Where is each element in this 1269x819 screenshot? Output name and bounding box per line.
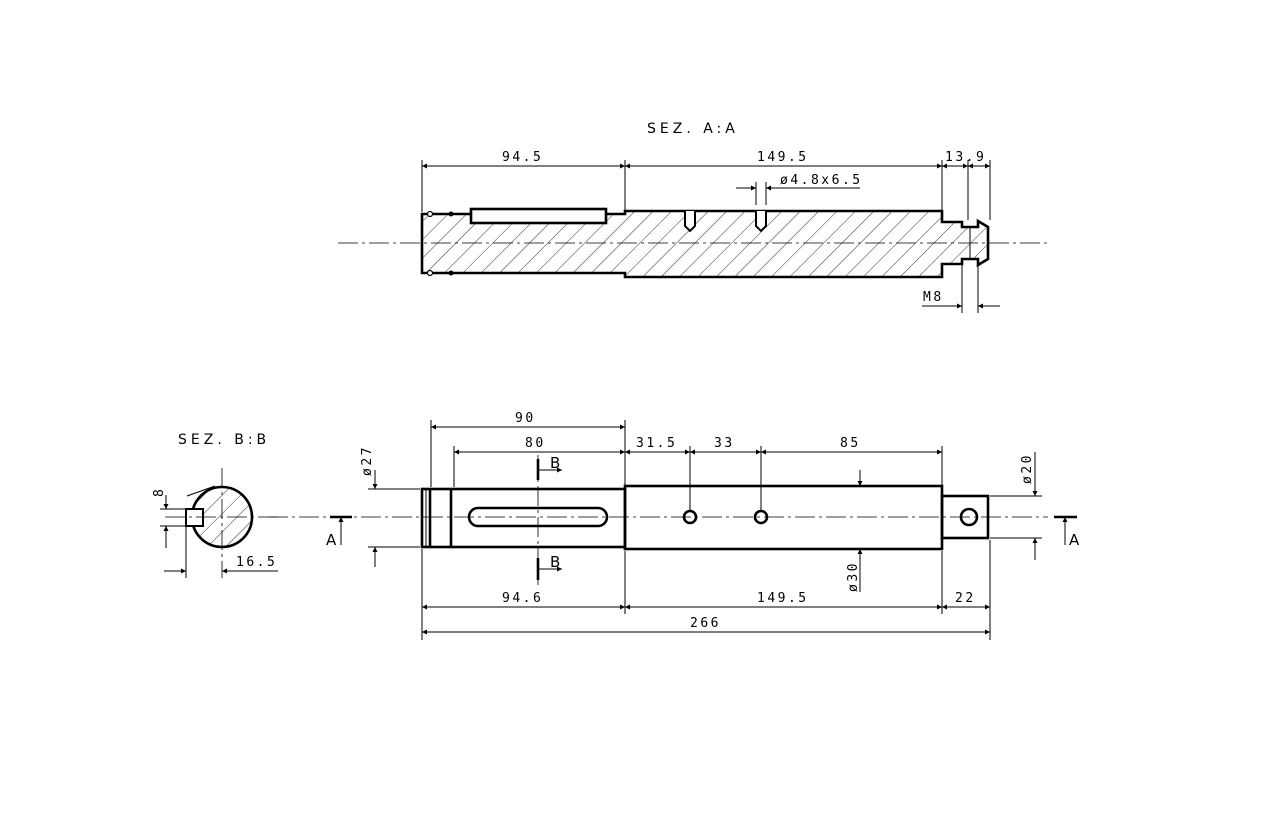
section-aa-title: SEZ. A:A — [647, 121, 739, 137]
cross-hole-end — [959, 507, 979, 527]
section-aa-hole-2 — [755, 211, 767, 233]
section-aa-shaft — [420, 209, 990, 279]
dia-30: ø30 — [846, 561, 861, 592]
dim-85: 85 — [840, 436, 861, 451]
cut-a-right-label: A — [1069, 531, 1080, 549]
groove-mark — [448, 211, 454, 217]
dim-16-5: 16.5 — [236, 555, 277, 570]
hatch-note — [186, 485, 216, 497]
dim-266: 266 — [690, 616, 721, 631]
dia-20: ø20 — [1020, 453, 1035, 484]
dim-94-5: 94.5 — [502, 150, 543, 165]
thread-callout: M8 — [923, 290, 944, 305]
section-bb-keyseat — [185, 508, 204, 527]
groove-mark — [426, 210, 434, 218]
section-aa: SEZ. A:A 94.5 149.5 13.9 — [338, 121, 1048, 313]
dim-94-6: 94.6 — [502, 591, 543, 606]
hole-callout: ø4.8x6.5 — [780, 173, 863, 188]
cross-hole-1 — [682, 509, 698, 525]
dim-22: 22 — [955, 591, 976, 606]
dim-33: 33 — [714, 436, 735, 451]
dim-149-5-top: 149.5 — [757, 150, 809, 165]
keyway-slot — [467, 506, 609, 528]
cut-b-top-label: B — [550, 454, 560, 472]
dim-31-5: 31.5 — [636, 436, 677, 451]
main-view: A A B B 90 80 31.5 33 85 ø27 — [268, 411, 1080, 640]
shaft-segment-end — [940, 494, 990, 540]
dia-27: ø27 — [360, 445, 375, 476]
section-aa-keyway — [469, 207, 608, 225]
groove-mark — [448, 270, 454, 276]
dim-90: 90 — [515, 411, 536, 426]
cross-hole-2 — [753, 509, 769, 525]
shaft-segment-middle — [623, 484, 944, 551]
shaft-segment-left — [420, 487, 627, 549]
cut-b-bottom-label: B — [550, 553, 560, 571]
section-bb-title: SEZ. B:B — [178, 432, 270, 448]
dim-13-9: 13.9 — [945, 150, 986, 165]
groove-mark — [426, 269, 434, 277]
section-bb: SEZ. B:B 8 16.5 — [152, 432, 282, 578]
dim-149-5-bottom: 149.5 — [757, 591, 809, 606]
section-aa-hole-1 — [684, 211, 696, 233]
dim-80: 80 — [525, 436, 546, 451]
dim-key-8: 8 — [152, 487, 167, 497]
cut-a-left-label: A — [326, 531, 337, 549]
